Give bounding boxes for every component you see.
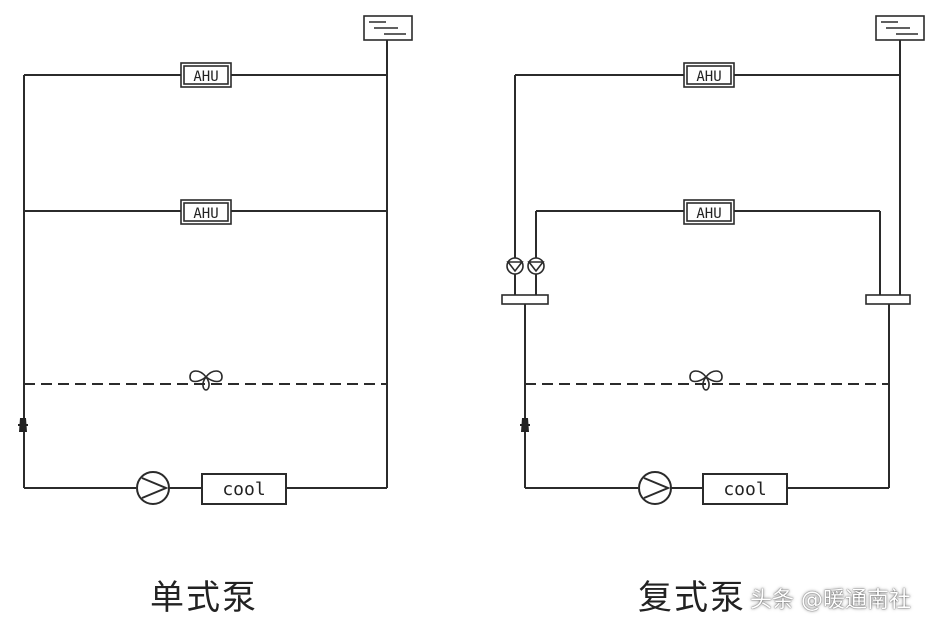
chiller-unit: cool xyxy=(702,473,788,505)
chiller-label: cool xyxy=(723,479,766,500)
check-valve-icon xyxy=(520,418,530,432)
supply-header xyxy=(501,294,549,305)
check-valve-icon xyxy=(18,418,28,432)
fan-icon xyxy=(689,370,723,391)
single-pump-title: 单式泵 xyxy=(150,578,258,618)
pump-icon xyxy=(136,471,170,505)
chiller-unit: cool xyxy=(201,473,287,505)
secondary-pump-icon xyxy=(506,257,524,275)
expansion-tank-icon xyxy=(363,15,413,41)
single-pump-diagram: AHU AHU cool xyxy=(18,15,413,505)
ahu-top-label: AHU xyxy=(696,69,721,85)
ahu-mid-unit: AHU xyxy=(683,199,735,225)
pump-icon xyxy=(638,471,672,505)
ahu-mid-unit: AHU xyxy=(180,199,232,225)
ahu-top-unit: AHU xyxy=(180,62,232,88)
chiller-label: cool xyxy=(222,479,265,500)
ahu-mid-label: AHU xyxy=(193,206,218,222)
compound-pump-title: 复式泵 xyxy=(638,578,746,618)
secondary-pump-icon xyxy=(527,257,545,275)
return-header xyxy=(865,294,911,305)
compound-pump-diagram: AHU AHU xyxy=(501,15,925,505)
watermark: 头条 @暖通南社 xyxy=(750,588,911,613)
ahu-top-unit: AHU xyxy=(683,62,735,88)
ahu-mid-label: AHU xyxy=(696,206,721,222)
fan-icon xyxy=(189,370,223,391)
ahu-top-label: AHU xyxy=(193,69,218,85)
expansion-tank-icon xyxy=(875,15,925,41)
